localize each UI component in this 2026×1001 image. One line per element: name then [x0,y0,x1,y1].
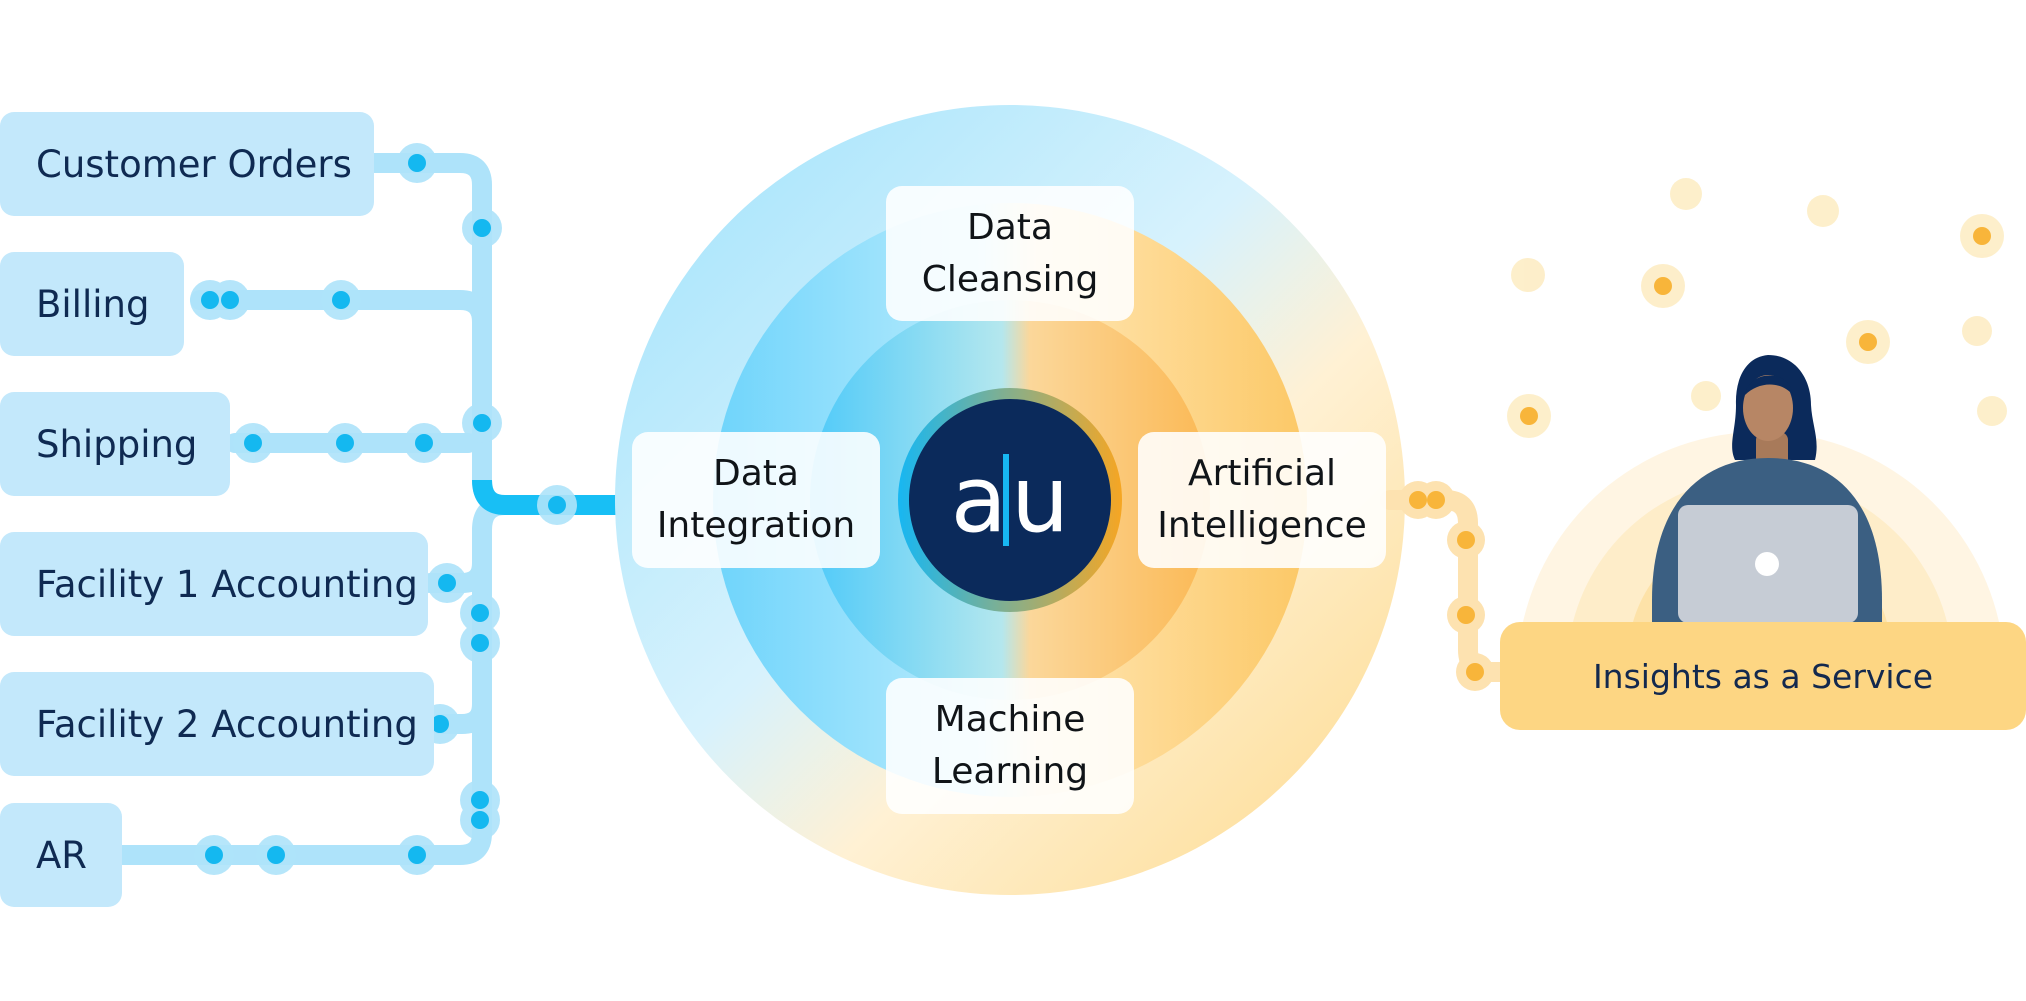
card-line: Learning [931,751,1089,792]
card-line: Data [967,206,1053,248]
card-artificial-intelligence: Artificial Intelligence [1138,432,1386,568]
card-line: Machine [934,699,1086,740]
card-line: Cleansing [921,258,1099,300]
source-facility-2-accounting: Facility 2 Accounting [0,672,434,776]
source-shipping: Shipping [0,392,230,496]
pipe-billing [190,290,492,490]
card-data-integration: Data Integration [632,432,880,568]
source-label: Facility 2 Accounting [36,702,418,746]
card-line: Data [713,453,799,494]
source-billing: Billing [0,252,184,356]
output-label: Insights as a Service [1592,656,1934,696]
card-line: Integration [656,505,856,546]
sparkle-dots [1507,178,2007,438]
source-ar: AR [0,803,122,907]
source-label: AR [36,833,88,877]
card-line: Intelligence [1157,505,1367,546]
source-label: Shipping [36,422,198,466]
output-pipe [1380,490,1520,682]
output-insights-as-a-service: Insights as a Service [1500,622,2026,730]
person-with-laptop-icon [1652,355,1882,623]
pipe-dots [190,143,577,875]
source-customer-orders: Customer Orders [0,112,374,216]
trunk-pipe [472,479,620,515]
source-label: Facility 1 Accounting [36,562,418,606]
logo-disc [909,399,1111,601]
output-pipe-dots [1399,481,1494,691]
source-facility-1-accounting: Facility 1 Accounting [0,532,428,636]
card-line: Artificial [1187,453,1337,494]
source-label: Billing [36,282,150,326]
card-machine-learning: Machine Learning [886,678,1134,814]
source-label: Customer Orders [36,142,352,186]
card-data-cleansing: Data Cleansing [886,186,1134,321]
